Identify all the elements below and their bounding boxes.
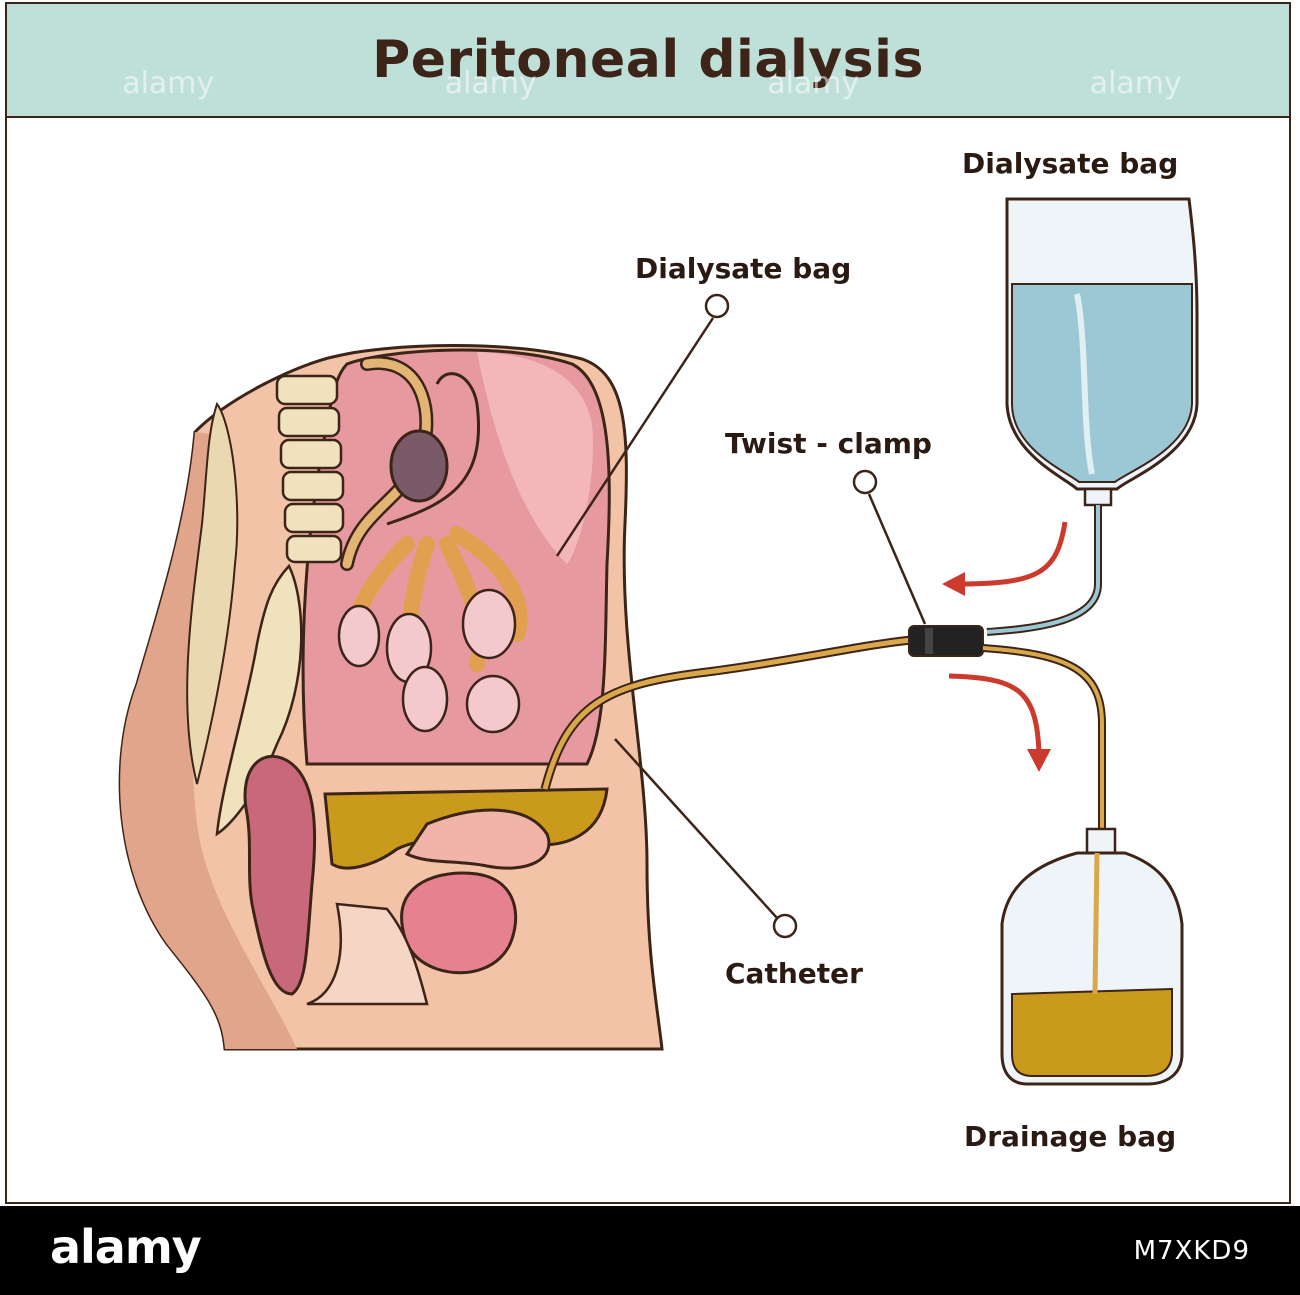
leader-twist-clamp bbox=[852, 469, 927, 625]
stock-logo: alamy bbox=[50, 1220, 202, 1274]
pubic-bone bbox=[306, 902, 429, 1006]
diagram-frame: Peritoneal dialysis alamy alamy alamy al… bbox=[5, 2, 1291, 1204]
label-twist-clamp: Twist - clamp bbox=[725, 427, 932, 460]
title-banner: Peritoneal dialysis bbox=[7, 4, 1289, 118]
inflow-arrow-icon bbox=[942, 521, 1068, 596]
leader-dialysate-bag bbox=[555, 293, 730, 557]
dialysate-bag-icon bbox=[1005, 197, 1199, 507]
bladder-icon bbox=[400, 871, 518, 975]
spine-icon bbox=[186, 374, 345, 837]
body-cross-section bbox=[118, 344, 664, 1051]
dialysis-illustration bbox=[118, 197, 1199, 1086]
peritoneal-highlight bbox=[477, 352, 593, 564]
label-dialysate-bag-internal: Dialysate bag bbox=[635, 252, 852, 285]
label-drainage-bag: Drainage bag bbox=[964, 1120, 1177, 1153]
image-id: M7XKD9 bbox=[1133, 1236, 1250, 1266]
diagram-title: Peritoneal dialysis bbox=[372, 30, 924, 90]
drainage-bag-icon bbox=[1000, 827, 1184, 1086]
stock-footer: alamy M7XKD9 bbox=[0, 1206, 1300, 1295]
twist-clamp-icon bbox=[908, 625, 984, 657]
rectum-icon bbox=[243, 754, 317, 996]
outflow-arrow-icon bbox=[948, 673, 1051, 772]
back-skin-shade bbox=[120, 432, 297, 1049]
intestine-icon bbox=[337, 356, 528, 734]
label-catheter: Catheter bbox=[725, 957, 863, 990]
uterus-icon bbox=[404, 808, 551, 870]
leader-catheter bbox=[614, 738, 798, 939]
label-dialysate-bag-external: Dialysate bag bbox=[962, 147, 1179, 180]
